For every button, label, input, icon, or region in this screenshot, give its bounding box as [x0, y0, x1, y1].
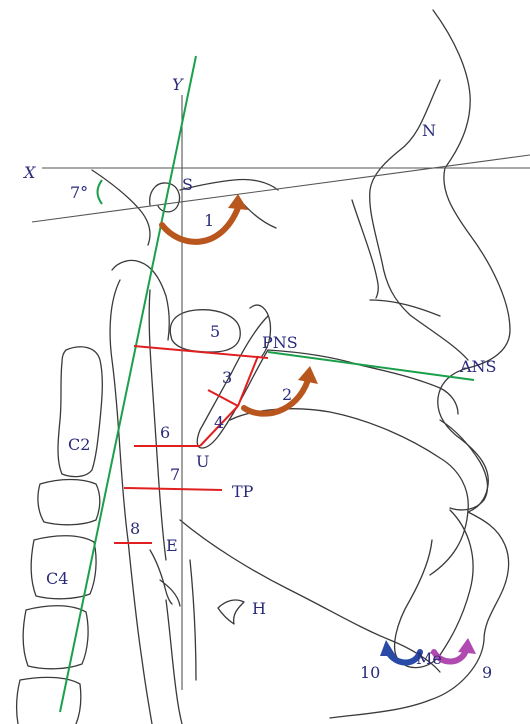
- angle-arc: [98, 180, 103, 204]
- larynx: [166, 560, 196, 724]
- label-nasion: N: [422, 121, 436, 140]
- rotation-arrow-9-head: [458, 638, 476, 654]
- soft-palate: [197, 316, 268, 448]
- label-c2: C2: [68, 435, 90, 454]
- label-n3: 3: [222, 368, 232, 387]
- label-n1: 1: [204, 211, 214, 230]
- label-angle: 7°: [70, 183, 88, 202]
- upper-lip-teeth: [440, 420, 487, 510]
- label-n9: 9: [482, 663, 492, 682]
- rotation-arrow-1-head: [228, 194, 248, 210]
- label-y-axis: Y: [172, 75, 184, 94]
- label-pns: PNS: [262, 333, 298, 352]
- airway-curve: [112, 260, 169, 340]
- measure-line-7: [124, 488, 222, 490]
- label-menton: Me: [416, 649, 442, 668]
- label-n4: 4: [214, 413, 224, 432]
- label-sella: S: [182, 175, 193, 194]
- measure-line-5: [134, 346, 268, 358]
- labels: X Y 7° S N 1 5 PNS ANS 3 2 4 6 C2 U 7 TP…: [22, 75, 497, 682]
- airway-measurements: [114, 346, 268, 543]
- vertebra-c6: [17, 677, 81, 724]
- measure-line-3: [238, 356, 258, 406]
- label-tongue-point: TP: [232, 482, 254, 501]
- green-vertebral-line: [60, 56, 196, 712]
- label-epiglottis: E: [166, 536, 178, 555]
- label-ans: ANS: [459, 357, 497, 376]
- chin: [395, 510, 473, 668]
- label-n7: 7: [170, 465, 180, 484]
- label-c4: C4: [46, 569, 68, 588]
- measure-line-4: [208, 390, 238, 406]
- hard-palate: [268, 350, 458, 414]
- vertebra-c2: [58, 347, 102, 477]
- label-n10: 10: [360, 663, 380, 682]
- label-uvula: U: [196, 452, 209, 471]
- hyoid-bone: [218, 600, 244, 624]
- tongue: [230, 409, 468, 575]
- nasion-contour: [370, 80, 468, 360]
- epiglottis-shape: [150, 550, 180, 606]
- palatal-plane-line: [268, 352, 474, 380]
- label-n6: 6: [160, 423, 170, 442]
- mandible: [180, 520, 440, 672]
- rotation-arrow-1: [162, 208, 238, 242]
- label-hyoid: H: [252, 599, 266, 618]
- rotation-arrow-10-head: [380, 640, 396, 656]
- rotation-arrow-2-head: [298, 366, 318, 384]
- label-x-axis: X: [22, 163, 36, 182]
- adenoid: [170, 310, 240, 352]
- label-n2: 2: [282, 385, 292, 404]
- vertebra-c3: [38, 480, 100, 525]
- vertebra-c5: [23, 606, 88, 669]
- label-n8: 8: [130, 519, 140, 538]
- label-n5: 5: [210, 322, 220, 341]
